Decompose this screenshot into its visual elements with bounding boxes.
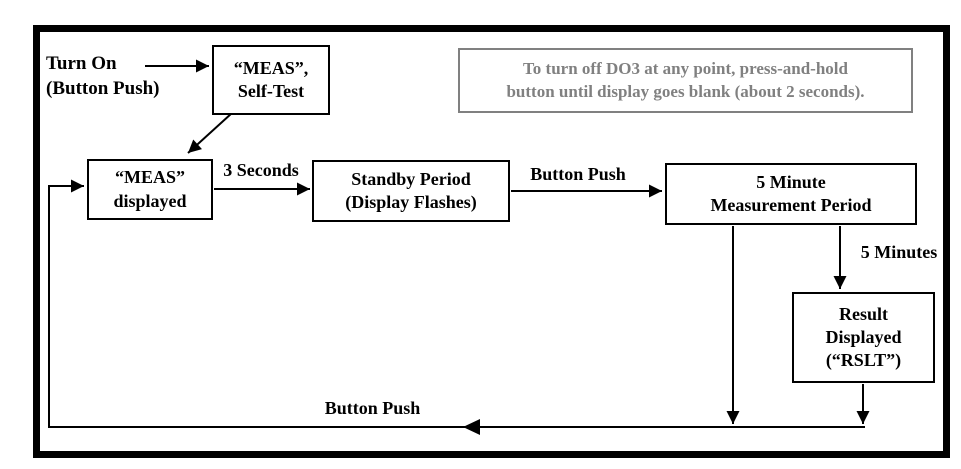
node-measurement-period: 5 Minute Measurement Period (665, 163, 917, 225)
diagram-frame (33, 25, 950, 458)
node-meas-displayed-line2: displayed (113, 190, 187, 211)
node-meas-self-test: “MEAS”, Self-Test (212, 45, 330, 115)
node-result-line1: Result (839, 303, 888, 324)
label-turn-on-line1: Turn On (46, 53, 117, 74)
node-standby-line1: Standby Period (351, 168, 471, 189)
node-meas-self-test-line2: Self-Test (237, 81, 305, 101)
node-measurement-line1: 5 Minute (756, 171, 826, 192)
label-three-seconds: 3 Seconds (223, 160, 299, 180)
node-measurement-line2: Measurement Period (710, 195, 872, 215)
node-standby-line2: (Display Flashes) (345, 192, 477, 212)
note-line1: To turn off DO3 at any point, press-and-… (523, 58, 848, 78)
arrow-self-test-to-displayed (187, 112, 233, 154)
label-button-push-top: Button Push (530, 164, 626, 184)
label-five-minutes: 5 Minutes (860, 242, 938, 262)
node-meas-displayed-line1: “MEAS” (114, 167, 185, 188)
label-turn-on-line2: (Button Push) (46, 78, 160, 99)
return-path-to-displayed (48, 179, 865, 428)
node-meas-displayed: “MEAS” displayed (87, 159, 213, 220)
node-result-line3: (“RSLT”) (825, 350, 902, 371)
node-meas-self-test-line1: “MEAS”, (233, 57, 309, 78)
node-standby-period: Standby Period (Display Flashes) (312, 160, 510, 222)
node-result-displayed: Result Displayed (“RSLT”) (792, 292, 935, 383)
label-button-push-bottom: Button Push (324, 398, 421, 418)
return-left-arrowhead-icon (463, 419, 480, 435)
label-turn-on: Turn On (Button Push) (46, 51, 186, 101)
note-turn-off-instructions: To turn off DO3 at any point, press-and-… (458, 48, 913, 113)
node-result-line2: Displayed (825, 326, 902, 347)
note-line2: button until display goes blank (about 2… (506, 81, 865, 101)
